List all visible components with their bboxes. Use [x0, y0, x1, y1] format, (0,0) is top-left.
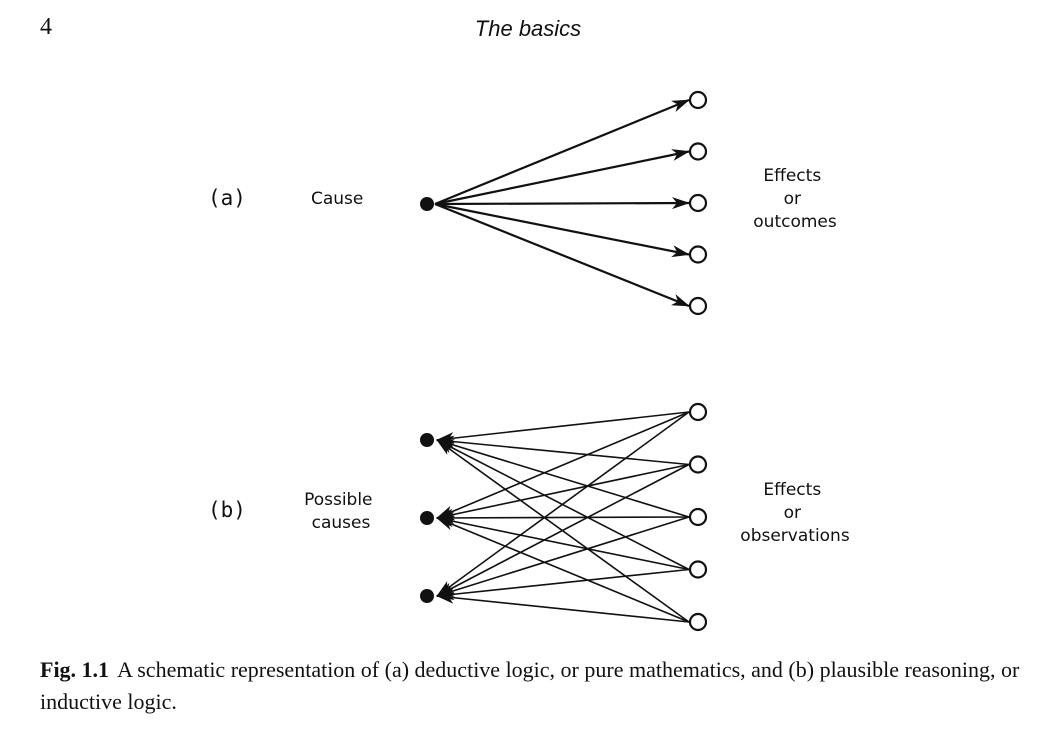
effect-2-to-cause-1-arrow: [436, 435, 690, 466]
effect-4-to-cause-2-arrow: [436, 515, 690, 571]
effect-node-2: [688, 142, 708, 161]
effect-node-4: [688, 245, 708, 264]
cause-to-effect-arrow-2: [434, 149, 690, 206]
panel-a-effects-label: Effects or outcomes: [753, 166, 837, 232]
observation-node-4: [688, 560, 708, 579]
effect-1-to-cause-2-arrow: [436, 411, 690, 519]
panel-a-cause-label: Cause: [311, 189, 363, 209]
effect-5-to-cause-2-arrow: [436, 517, 690, 623]
running-head: The basics: [474, 16, 582, 41]
panel-a-arrows: [434, 98, 690, 308]
panel-b-arrows: [436, 411, 690, 623]
effect-5-to-cause-3-arrow: [436, 591, 690, 623]
effect-node-5: [688, 296, 708, 316]
effect-3-to-cause-3-arrow: [436, 516, 690, 597]
panel-a-effects-line-1: Effects: [763, 166, 821, 186]
effect-2-to-cause-2-arrow: [436, 463, 690, 521]
panel-b-nodes: [420, 402, 708, 632]
effect-2-to-cause-3-arrow: [436, 463, 690, 597]
panel-b-effects-line-2: or: [784, 503, 801, 523]
observation-node-3: [688, 507, 708, 527]
cause-to-effect-arrow-1: [434, 98, 690, 206]
effect-3-to-cause-1-arrow: [436, 439, 690, 518]
observation-node-5: [688, 612, 708, 632]
panel-b-cause-label: Possible causes: [304, 490, 378, 533]
panel-b-effects-line-1: Effects: [763, 480, 821, 500]
panel-a-effects-line-2: or: [784, 189, 801, 209]
effect-1-to-cause-1-arrow: [436, 411, 690, 445]
effect-4-to-cause-3-arrow: [436, 568, 690, 601]
possible-cause-node-1: [420, 433, 434, 447]
cause-to-effect-arrow-4: [434, 202, 690, 258]
effect-node-1: [688, 90, 708, 110]
caption-text: A schematic representation of (a) deduct…: [40, 657, 1020, 714]
observation-node-1: [688, 402, 708, 422]
caption-label: Fig. 1.1: [40, 657, 110, 682]
panel-b-effects-line-3: observations: [740, 526, 850, 546]
effect-3-to-cause-2-arrow: [436, 511, 690, 524]
cause-to-effect-arrow-5: [434, 202, 690, 308]
observation-node-2: [688, 455, 708, 474]
panel-b-cause-line-2: causes: [312, 513, 371, 533]
panel-b-effects-label: Effects or observations: [740, 480, 850, 546]
cause-to-effect-arrow-3: [434, 197, 690, 210]
effect-node-3: [688, 193, 708, 213]
panel-b-label: (b): [208, 498, 246, 522]
page-number: 4: [40, 14, 52, 40]
panel-a-label: (a): [208, 186, 246, 210]
panel-a-effects-line-3: outcomes: [753, 212, 837, 232]
possible-cause-node-2: [420, 511, 434, 525]
panel-a-nodes: [420, 90, 708, 316]
cause-node: [420, 197, 434, 211]
possible-cause-node-3: [420, 589, 434, 603]
effect-1-to-cause-3-arrow: [436, 411, 690, 597]
panel-b-cause-line-1: Possible: [304, 490, 372, 510]
